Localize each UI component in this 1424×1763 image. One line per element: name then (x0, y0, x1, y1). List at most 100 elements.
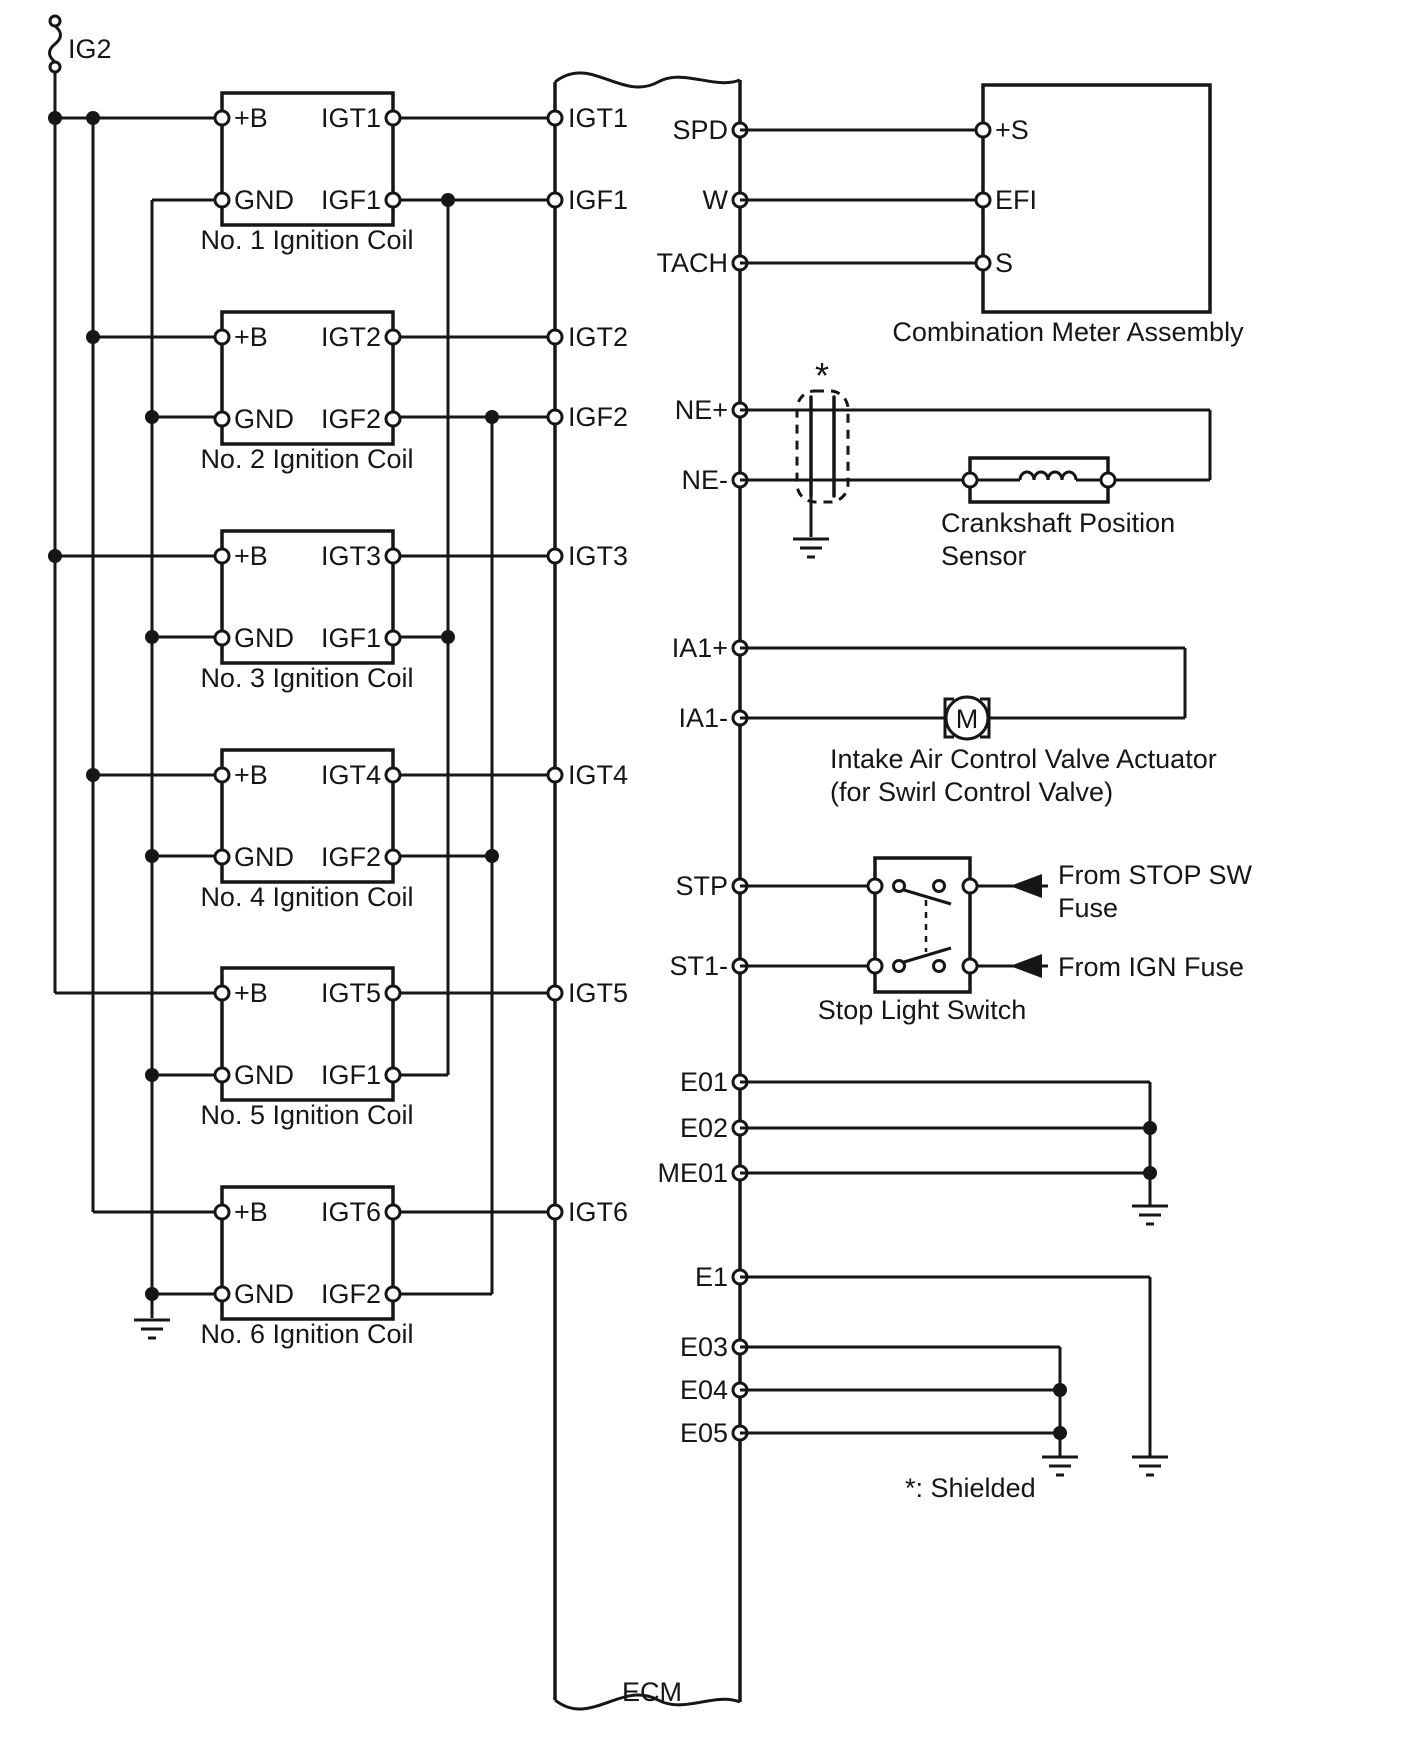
ground-icon (1040, 1455, 1080, 1477)
pin-label: GND (234, 623, 294, 653)
coil-caption: No. 6 Ignition Coil (200, 1319, 413, 1349)
ecm-pin-label: E04 (680, 1375, 728, 1405)
junction-dot (86, 768, 100, 782)
ecm-pin-label: E03 (680, 1332, 728, 1362)
pin-label: IGT4 (321, 760, 381, 790)
pin (213, 410, 231, 428)
pin (974, 191, 992, 209)
pin (213, 629, 231, 647)
ecm-pin-label: TACH (657, 248, 729, 278)
pin (961, 471, 979, 489)
ground-icon (1130, 1455, 1170, 1477)
pin (974, 121, 992, 139)
ground-icon (1130, 1204, 1170, 1226)
pin-label: IGT3 (321, 541, 381, 571)
shielded-cable-icon: * (791, 355, 850, 559)
ecm-pin-label: NE- (682, 465, 729, 495)
ecm-pin-label: IGT1 (568, 103, 628, 133)
ignition-coil-6: +B GND IGT6 IGF2 No. 6 Ignition Coil (200, 1185, 414, 1349)
e1-ground-net (740, 1275, 1170, 1477)
ecm-pin-label: IGF1 (568, 185, 628, 215)
coil-caption: No. 3 Ignition Coil (200, 663, 413, 693)
pin (384, 328, 402, 346)
ig2-source: IG2 (48, 14, 112, 74)
pin-label: GND (234, 185, 294, 215)
crankshaft-position-sensor: * Crankshaft Position Sensor (740, 355, 1212, 571)
ground-icon (791, 537, 831, 559)
pin (384, 191, 402, 209)
pin (213, 848, 231, 866)
arrow-left-icon (1010, 874, 1042, 898)
ecm-label: ECM (622, 1677, 682, 1707)
ecm-break-top (554, 71, 741, 89)
pin (974, 254, 992, 272)
pin (384, 984, 402, 1002)
ecm-pin-label: IGT4 (568, 760, 628, 790)
connector-pin (48, 14, 62, 28)
pin (546, 547, 564, 565)
pin-label: +S (995, 115, 1029, 145)
pin (384, 109, 402, 127)
ecm-pin-label: E02 (680, 1113, 728, 1143)
e01-ground-net (740, 1080, 1170, 1226)
pin (384, 547, 402, 565)
ecm-pin-label: STP (675, 871, 728, 901)
pin-label: GND (234, 404, 294, 434)
pin (213, 191, 231, 209)
pin (213, 1285, 231, 1303)
junction-dot (145, 849, 159, 863)
junction-dot (86, 111, 100, 125)
shield-outline (795, 389, 850, 504)
junction-dot (485, 410, 499, 424)
pin (213, 766, 231, 784)
pin (546, 408, 564, 426)
junction-dot (145, 1068, 159, 1082)
junction-dot (1143, 1166, 1157, 1180)
stop-fuse-label-line1: From STOP SW (1058, 860, 1253, 890)
ecm-pin-label: E05 (680, 1418, 728, 1448)
pin-label: IGF1 (321, 623, 381, 653)
junction-dot (48, 111, 62, 125)
coil-box (220, 1185, 395, 1321)
ecm-pin-label: E01 (680, 1067, 728, 1097)
pin (384, 410, 402, 428)
coil-box (220, 310, 395, 446)
pin (546, 328, 564, 346)
pin (961, 957, 979, 975)
ignition-coil-1: +B GND IGT1 IGF1 No. 1 Ignition Coil (200, 91, 414, 255)
shield-footnote: *: Shielded (905, 1473, 1036, 1503)
switch-caption: Stop Light Switch (818, 995, 1027, 1025)
pin-label: IGT2 (321, 322, 381, 352)
ecm-pin-label: IGT3 (568, 541, 628, 571)
junction-dot (145, 630, 159, 644)
coil-caption: No. 4 Ignition Coil (200, 882, 413, 912)
contact (932, 879, 946, 893)
ignition-coil-3: +B GND IGT3 IGF1 No. 3 Ignition Coil (200, 529, 414, 693)
pin (546, 1203, 564, 1221)
iac-caption-line1: Intake Air Control Valve Actuator (830, 744, 1217, 774)
pin-label: +B (234, 541, 268, 571)
pin (384, 1066, 402, 1084)
intake-air-valve-actuator: M Intake Air Control Valve Actuator (for… (740, 646, 1217, 807)
coil-box (220, 529, 395, 665)
motor-circle (944, 695, 990, 741)
meter-caption: Combination Meter Assembly (892, 317, 1244, 347)
pin-label: +B (234, 322, 268, 352)
connector-pin (48, 60, 62, 74)
pin (546, 109, 564, 127)
ecm-pin-label: W (703, 185, 729, 215)
switch-blade (903, 946, 952, 964)
pin (961, 877, 979, 895)
junction-dot (441, 630, 455, 644)
ground-icon (132, 1318, 172, 1340)
stop-fuse-label-line2: Fuse (1058, 893, 1118, 923)
pin-label: GND (234, 1279, 294, 1309)
ecm-pin-label: IGT6 (568, 1197, 628, 1227)
power-bus-wires (48, 72, 222, 1214)
ecm-pin-label: ST1- (669, 951, 728, 981)
sensor-caption-line2: Sensor (941, 541, 1027, 571)
pin (213, 547, 231, 565)
pin (213, 1066, 231, 1084)
